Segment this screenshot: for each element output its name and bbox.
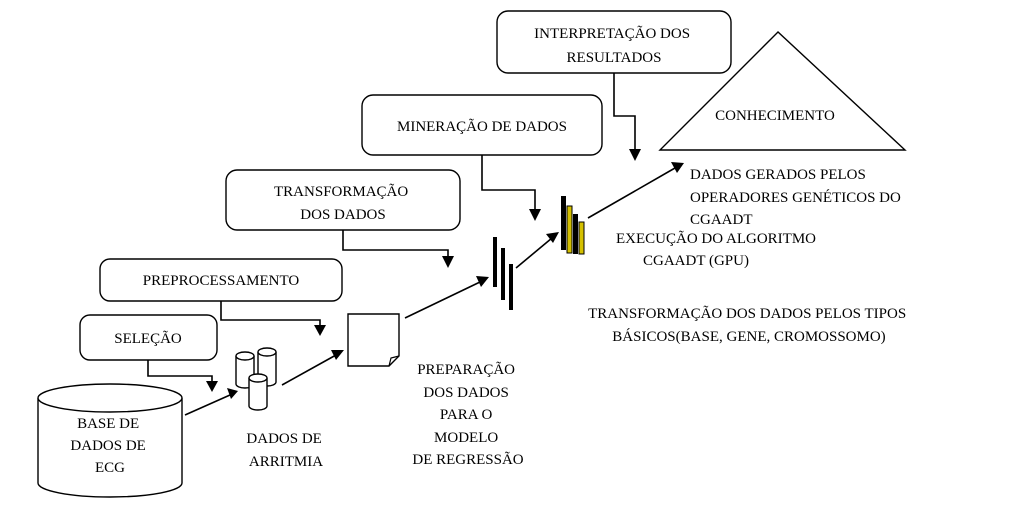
database-cylinder: BASE DE DADOS DE ECG (37, 383, 183, 498)
dados-arritmia-label: DADOS DE ARRITMIA (246, 431, 325, 470)
selecao-label: SELEÇÃO (114, 331, 182, 347)
execucao-label: EXECUÇÃO DO ALGORITMO CGAADT (GPU) (616, 231, 820, 269)
transformed-data-bars (493, 237, 513, 310)
preprocessamento-label: PREPROCESSAMENTO (143, 273, 300, 289)
document-icon (347, 313, 400, 367)
dados-gerados-label: DADOS GERADOS PELOS OPERADORES GENÉTICOS… (690, 167, 905, 228)
base-dados-label: BASE DE DADOS DE ECG (70, 416, 149, 476)
conhecimento-triangle: CONHECIMENTO (658, 31, 907, 151)
mineracao-box: MINERAÇÃO DE DADOS (361, 94, 603, 156)
interpretacao-label: INTERPRETAÇÃO DOS RESULTADOS (534, 26, 694, 66)
transformacao-tipos-label: TRANSFORMAÇÃO DOS DADOS PELOS TIPOS BÁSI… (588, 306, 910, 345)
generated-data-bars (561, 196, 585, 255)
connector-arrows (147, 73, 641, 392)
main-flow-arrows (184, 162, 684, 416)
mineracao-label: MINERAÇÃO DE DADOS (397, 119, 567, 135)
conhecimento-label: CONHECIMENTO (715, 108, 835, 124)
interpretacao-box: INTERPRETAÇÃO DOS RESULTADOS (496, 10, 732, 74)
transformacao-label: TRANSFORMAÇÃO DOS DADOS (274, 184, 412, 223)
preprocessamento-box: PREPROCESSAMENTO (99, 258, 343, 302)
preparacao-label: PREPARAÇÃO DOS DADOS PARA O MODELO DE RE… (412, 362, 523, 468)
arritmia-data-icon (235, 347, 277, 411)
selecao-box: SELEÇÃO (79, 314, 218, 361)
transformacao-box: TRANSFORMAÇÃO DOS DADOS (225, 169, 461, 231)
